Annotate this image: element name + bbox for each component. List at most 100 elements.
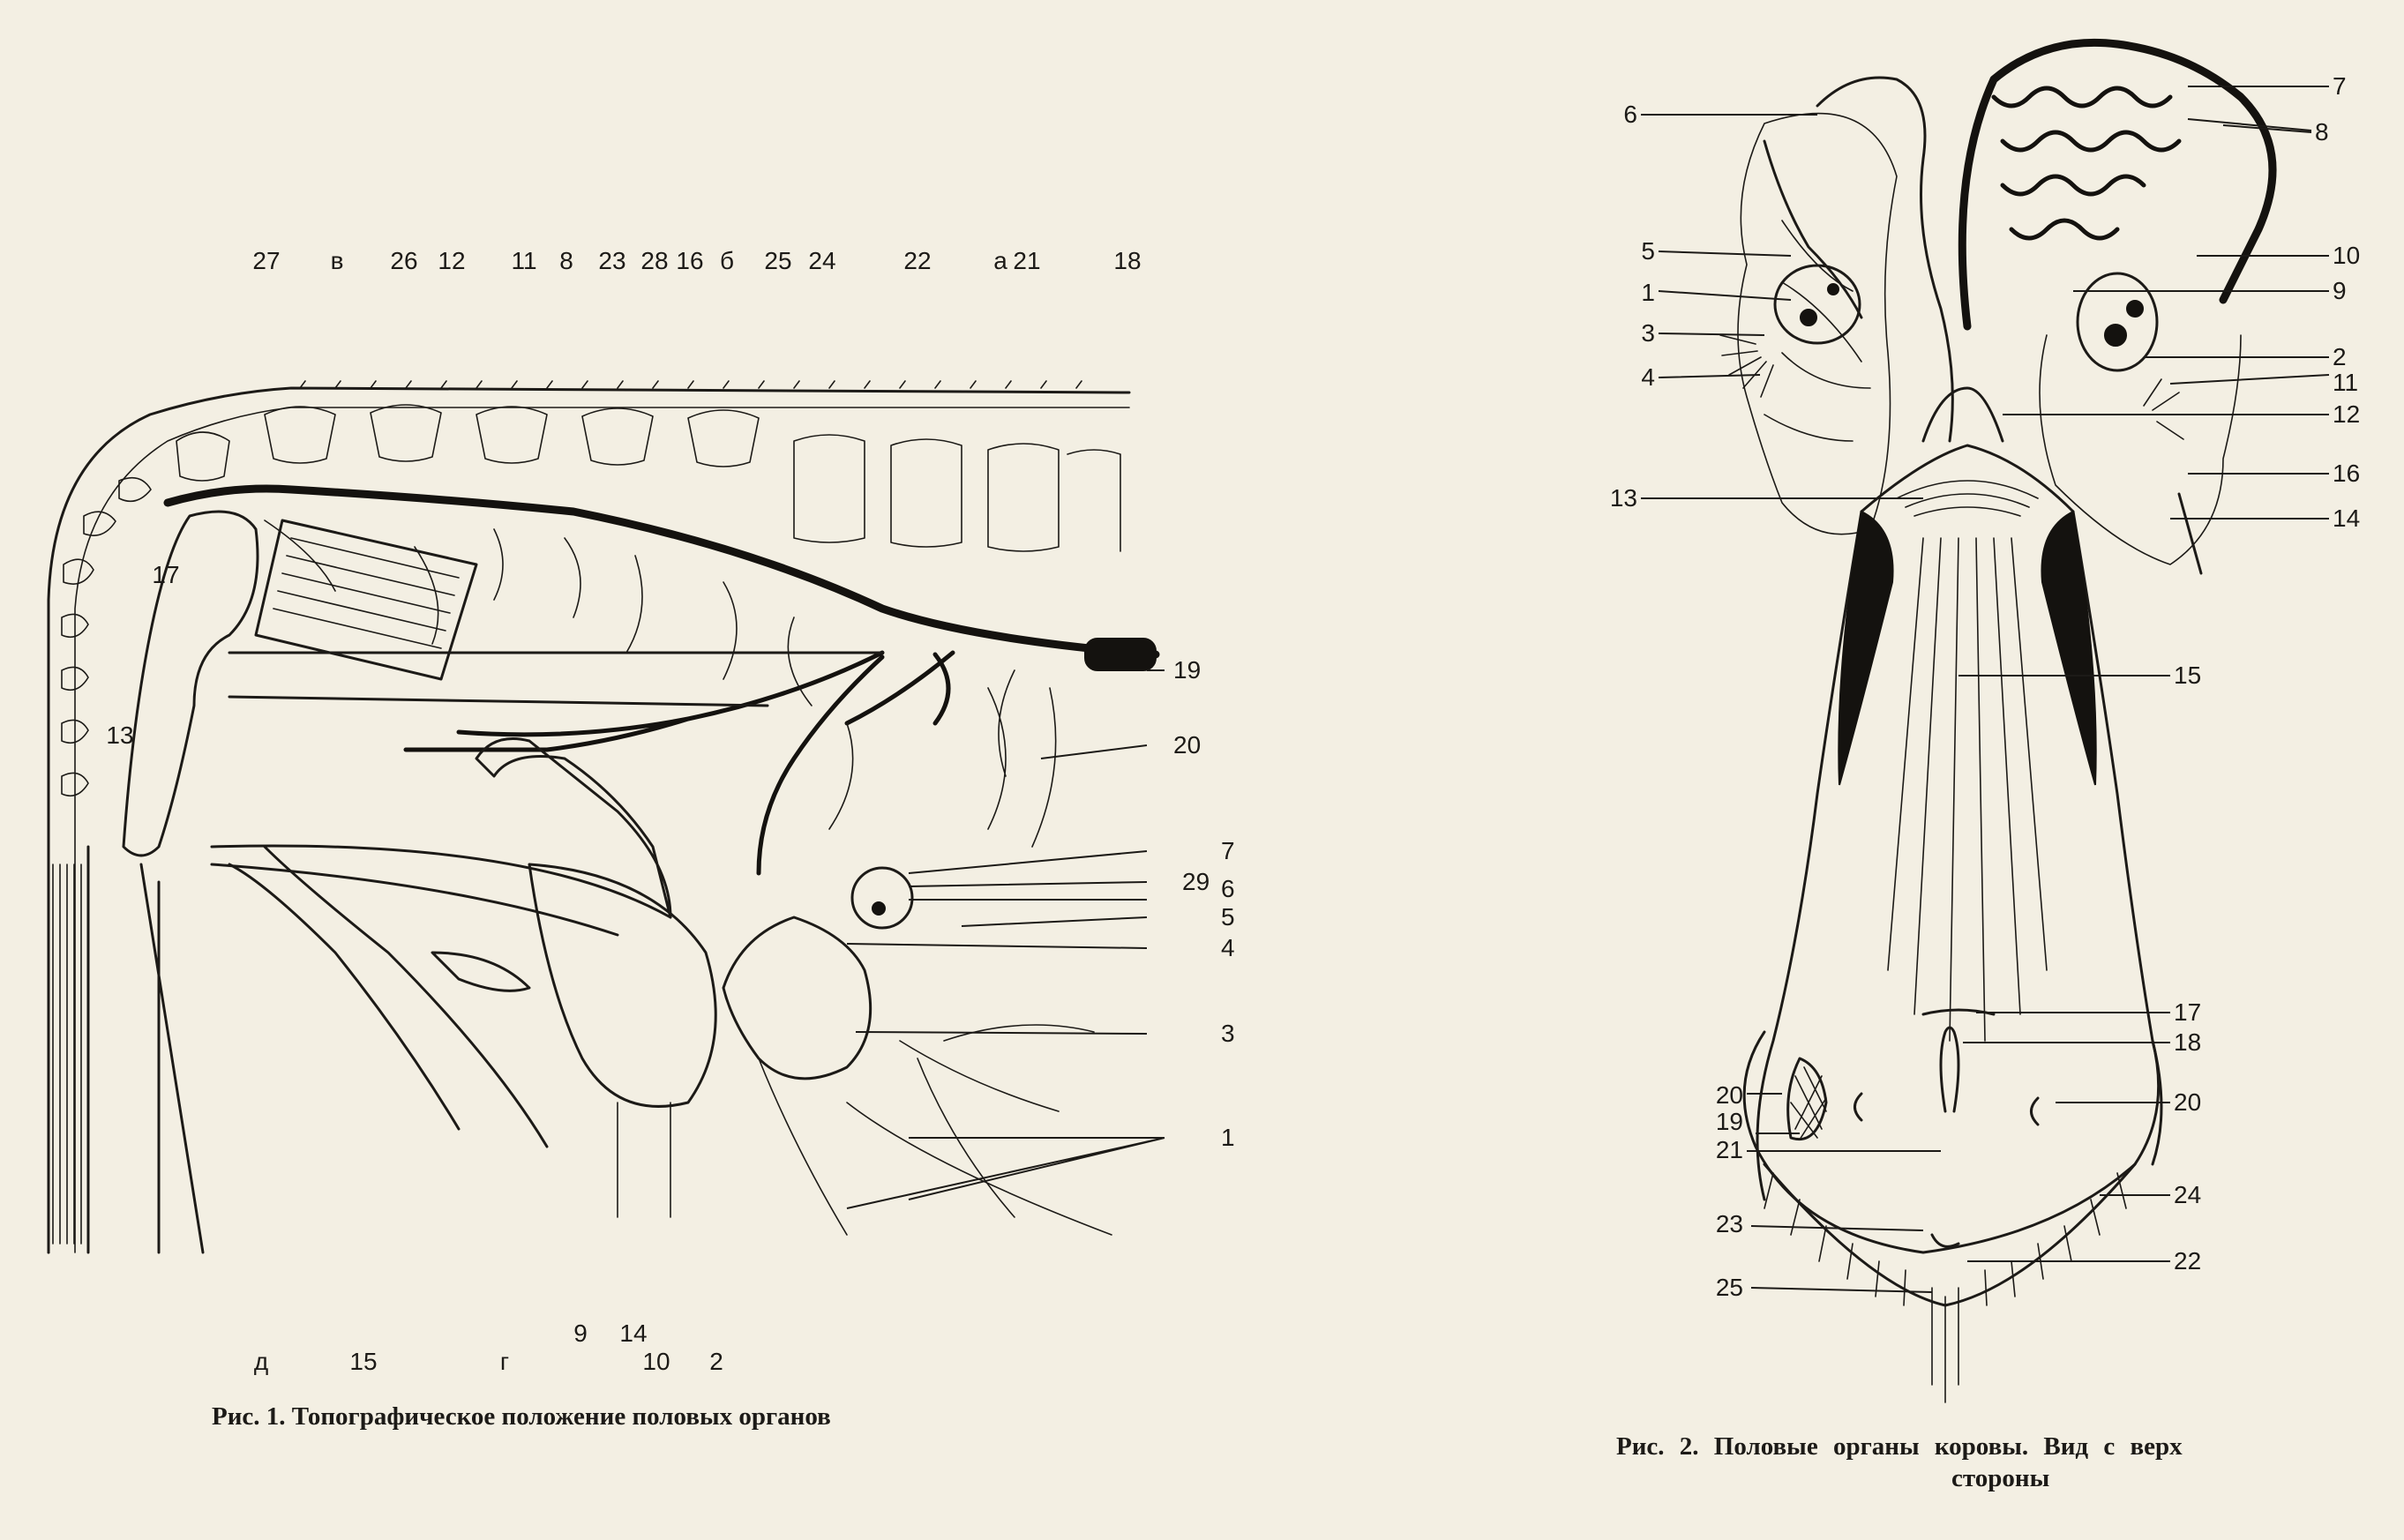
f2-label-20-right: 20 xyxy=(2174,1088,2202,1116)
f2-label-24: 24 xyxy=(2174,1181,2202,1208)
f1-label-d: д xyxy=(253,1348,269,1375)
f2-right-oviduct-end xyxy=(2177,492,2203,575)
f1-label-15: 15 xyxy=(349,1348,378,1375)
f2-left-duct xyxy=(1854,1092,1863,1122)
f1-label-17: 17 xyxy=(152,561,180,588)
f1-ovary-follicle xyxy=(872,901,886,916)
f2-label-7: 7 xyxy=(2333,72,2347,100)
f2-label-1: 1 xyxy=(1641,279,1655,306)
f1-label-g: г xyxy=(499,1348,510,1375)
f2-label-2: 2 xyxy=(2333,343,2347,370)
f1-label-12: 12 xyxy=(438,247,466,274)
f2-clitoris xyxy=(1930,1233,1960,1248)
f2-vulva-lips xyxy=(1763,1162,2137,1307)
f1-uterine-horn xyxy=(475,737,672,919)
f1-label-22: 22 xyxy=(903,247,932,274)
f2-label-23: 23 xyxy=(1715,1210,1743,1237)
f1-vessel-branches xyxy=(403,650,955,876)
f1-abdominal-lines xyxy=(210,651,884,937)
f1-label-26: 26 xyxy=(390,247,418,274)
f1-label-16: 16 xyxy=(676,247,704,274)
f1-muscle-band xyxy=(254,519,478,681)
f1-label-a: а xyxy=(993,247,1007,274)
f2-label-16: 16 xyxy=(2333,460,2361,487)
f2-label-5: 5 xyxy=(1641,237,1655,265)
f2-left-ovary xyxy=(1773,264,1861,345)
f2-label-8: 8 xyxy=(2315,118,2329,146)
f1-label-5: 5 xyxy=(1221,903,1235,931)
f2-right-horn xyxy=(1958,38,2277,331)
f1-vertebrae xyxy=(176,404,1121,552)
f2-left-follicle-1 xyxy=(1800,309,1817,326)
f2-uterine-body xyxy=(1921,386,2004,443)
f1-label-v: в xyxy=(330,247,344,274)
f2-label-12: 12 xyxy=(2333,400,2361,428)
f1-label-18: 18 xyxy=(1113,247,1142,274)
f2-label-11: 11 xyxy=(2333,369,2359,396)
f2-label-22: 22 xyxy=(2174,1247,2202,1275)
f1-label-11: 11 xyxy=(511,247,537,274)
f2-right-ovary xyxy=(2076,272,2159,372)
f2-left-horn xyxy=(1816,76,1954,443)
figure1-caption: Рис. 1. Топографическое положение половы… xyxy=(212,1402,831,1431)
f1-label-7: 7 xyxy=(1221,837,1235,864)
f1-aorta xyxy=(163,484,1160,659)
f1-bladder xyxy=(528,863,717,1108)
f1-aorta-end xyxy=(1084,638,1157,671)
f1-leaders xyxy=(846,669,1165,1209)
f2-right-broad-ligament xyxy=(2039,334,2242,565)
f2-urethral-opening xyxy=(1939,1026,1960,1113)
f1-back-contour-inner xyxy=(74,407,1130,1253)
f1-ovary xyxy=(850,866,914,930)
f2-left-gland xyxy=(1786,1057,1828,1140)
f1-label-6: 6 xyxy=(1221,875,1235,902)
f2-label-6: 6 xyxy=(1623,101,1637,128)
f1-label-14: 14 xyxy=(619,1319,648,1347)
f1-minor-vessels xyxy=(264,520,1057,848)
f2-right-fimbria xyxy=(2143,378,2190,440)
f2-label-25: 25 xyxy=(1715,1274,1743,1301)
f1-label-23: 23 xyxy=(598,247,626,274)
f2-cervix xyxy=(1860,444,2075,513)
f1-caudal-vertebrae xyxy=(61,476,152,797)
f2-label-18: 18 xyxy=(2174,1028,2202,1056)
figure2-drawing xyxy=(1641,38,2330,1403)
f1-label-13: 13 xyxy=(106,721,134,749)
f2-left-oviduct xyxy=(1763,139,1863,319)
f1-tail-hair xyxy=(52,863,82,1245)
f2-right-follicle-2 xyxy=(2126,300,2144,318)
f1-tail xyxy=(47,845,90,1254)
f1-label-19: 19 xyxy=(1173,656,1202,684)
f2-vestibule xyxy=(1742,1030,2161,1254)
f1-label-29: 29 xyxy=(1182,868,1210,895)
f1-label-21: 21 xyxy=(1013,247,1041,274)
f2-label-17: 17 xyxy=(2174,998,2202,1026)
f1-perineum xyxy=(139,845,549,1254)
f2-label-3: 3 xyxy=(1641,319,1655,347)
f2-leaders xyxy=(1641,86,2330,1293)
f2-label-21: 21 xyxy=(1715,1136,1743,1163)
f1-label-3: 3 xyxy=(1221,1020,1235,1047)
f1-broad-ligament xyxy=(722,916,872,1080)
f1-back-hair xyxy=(299,380,1082,389)
f2-label-19: 19 xyxy=(1715,1108,1743,1135)
f2-vagina-folds xyxy=(1887,537,2048,1042)
f1-label-b: б xyxy=(719,247,735,274)
f2-label-20-left: 20 xyxy=(1715,1081,1743,1109)
f1-abdominal-vessels xyxy=(899,1024,1095,1218)
f1-label-27: 27 xyxy=(252,247,281,274)
f2-left-broad-ligament xyxy=(1737,112,1898,535)
f2-label-9: 9 xyxy=(2333,277,2347,304)
f2-label-14: 14 xyxy=(2333,505,2361,532)
f1-label-24: 24 xyxy=(808,247,836,274)
f1-label-25: 25 xyxy=(764,247,792,274)
f2-left-follicle-2 xyxy=(1827,283,1839,295)
figure2-caption-line1: Рис. 2. Половые органы коровы. Вид с вер… xyxy=(1616,1432,2183,1461)
f2-vagina-wall-right xyxy=(2041,510,2097,786)
f1-label-10: 10 xyxy=(642,1348,670,1375)
f1-label-8: 8 xyxy=(559,247,573,274)
f1-muscle-fibers xyxy=(273,537,460,649)
f2-vagina-wall-left xyxy=(1838,510,1894,786)
